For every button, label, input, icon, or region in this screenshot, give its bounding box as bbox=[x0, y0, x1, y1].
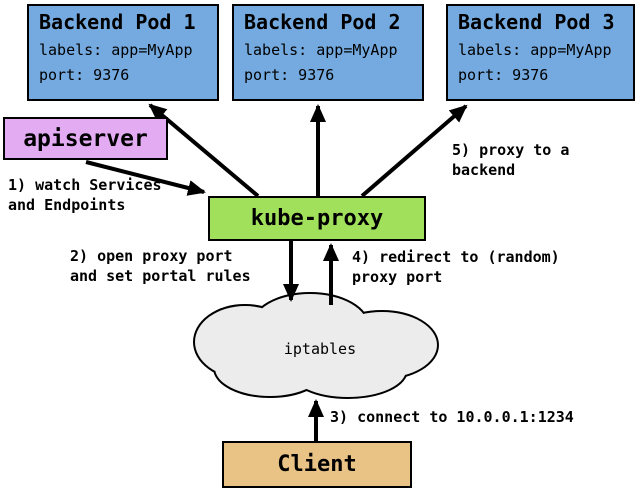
backend-pod-3-box: Backend Pod 3 labels: app=MyApp port: 93… bbox=[446, 4, 635, 101]
pod-2-port-line: port: 9376 bbox=[244, 66, 335, 84]
step5-label: 5) proxy to a backend bbox=[452, 141, 570, 180]
pod-3-labels-line: labels: app=MyApp bbox=[458, 41, 612, 59]
apiserver-box: apiserver bbox=[3, 117, 168, 160]
arrow-proxy-to-pod-3 bbox=[360, 104, 468, 198]
kube-proxy-box: kube-proxy bbox=[208, 196, 426, 241]
pod-2-title: Backend Pod 2 bbox=[244, 10, 401, 34]
iptables-label: iptables bbox=[283, 340, 357, 358]
apiserver-label: apiserver bbox=[23, 125, 148, 152]
pod-2-labels-line: labels: app=MyApp bbox=[244, 41, 398, 59]
backend-pod-1-box: Backend Pod 1 labels: app=MyApp port: 93… bbox=[27, 4, 219, 101]
step1-label: 1) watch Services and Endpoints bbox=[8, 176, 162, 215]
pod-3-title: Backend Pod 3 bbox=[458, 10, 615, 34]
step4-label: 4) redirect to (random) proxy port bbox=[352, 248, 560, 287]
pod-1-port-line: port: 9376 bbox=[39, 66, 130, 84]
iptables-cloud bbox=[193, 292, 439, 399]
arrow-watch-services bbox=[85, 160, 206, 196]
kube-proxy-label: kube-proxy bbox=[250, 206, 384, 231]
pod-1-title: Backend Pod 1 bbox=[39, 10, 196, 34]
step2-label: 2) open proxy port and set portal rules bbox=[70, 247, 251, 286]
pod-3-port-line: port: 9376 bbox=[458, 66, 549, 84]
backend-pod-2-box: Backend Pod 2 labels: app=MyApp port: 93… bbox=[232, 4, 424, 101]
client-label: Client bbox=[277, 452, 357, 477]
arrow-proxy-to-pod-1 bbox=[148, 103, 260, 198]
step3-label: 3) connect to 10.0.0.1:1234 bbox=[330, 408, 574, 426]
client-box: Client bbox=[222, 441, 412, 488]
pod-1-labels-line: labels: app=MyApp bbox=[39, 41, 193, 59]
